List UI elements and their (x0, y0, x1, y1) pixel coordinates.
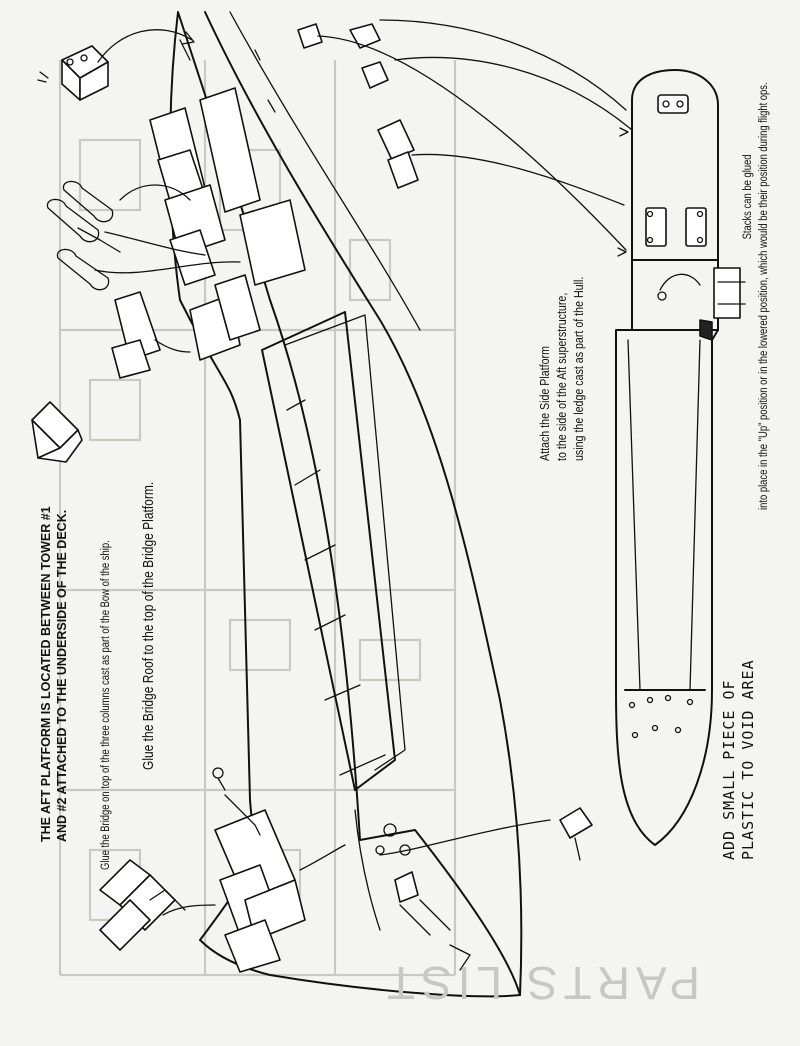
note-handwritten-line2: PLASTIC TO VOID AREA (739, 659, 757, 860)
note-bridge-columns: Glue the Bridge on top of the three colu… (100, 540, 112, 870)
note-handwritten-line1: ADD SMALL PIECE OF (720, 679, 738, 860)
note-aft-platform-line1: THE AFT PLATFORM IS LOCATED BETWEEN TOWE… (39, 506, 53, 842)
note-stacks-line1: Stacks can be glued (742, 154, 754, 240)
hull-side-view (615, 69, 746, 846)
note-side-platform-line3: using the ledge cast as part of the Hull… (571, 276, 586, 461)
note-bridge-roof: Glue the Bridge Roof to the top of the B… (140, 481, 157, 770)
note-stacks-line2: into place in the "Up" position or in th… (758, 82, 770, 511)
aft-platform-part (31, 401, 83, 463)
hull-assembly (149, 11, 523, 998)
note-side-platform-line2: to the side of the Aft superstructure, (554, 292, 569, 461)
exploded-parts (37, 23, 593, 973)
note-aft-platform: THE AFT PLATFORM IS LOCATED BETWEEN TOWE… (38, 506, 70, 842)
note-stacks: Stacks can be glued into place in the "U… (740, 82, 772, 510)
parts-list-title: PARTS LIST (380, 957, 700, 1009)
note-aft-platform-line2: AND #2 ATTACHED TO THE UNDERSIDE OF THE … (55, 509, 69, 842)
leader-arrows (94, 19, 633, 916)
note-side-platform-line1: Attach the Side Platform (537, 346, 552, 461)
note-handwritten-void: ADD SMALL PIECE OF PLASTIC TO VOID AREA (720, 659, 758, 860)
note-side-platform: Attach the Side Platform to the side of … (536, 277, 587, 461)
